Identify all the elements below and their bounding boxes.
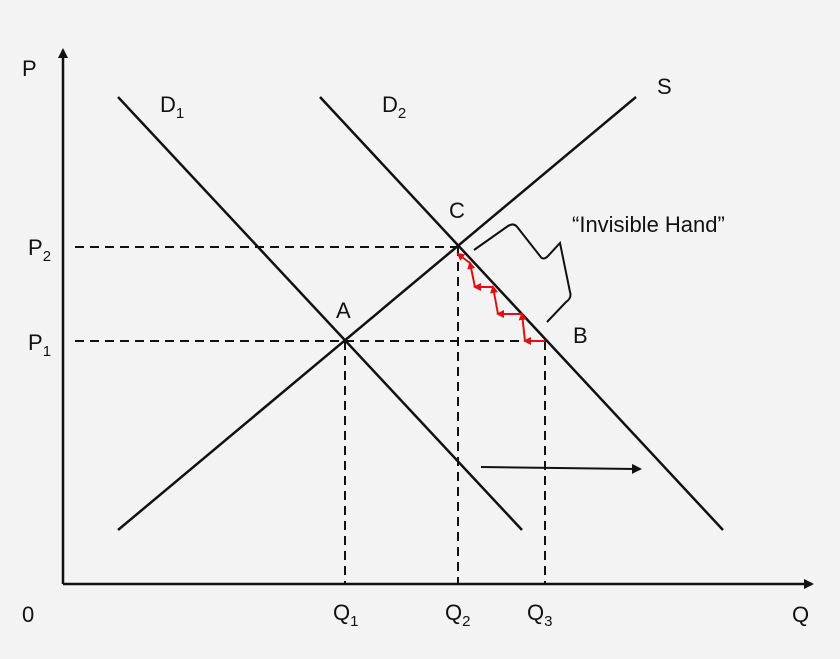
supply-curve-label: S <box>657 74 672 99</box>
quantity-level-q2: Q2 <box>445 600 470 630</box>
invisible-hand-brace <box>473 223 572 323</box>
quantity-axis-label: Q <box>792 602 809 627</box>
demand-curve-1 <box>117 96 523 531</box>
quantity-level-q3: Q3 <box>527 600 552 630</box>
supply-curve <box>117 96 637 531</box>
invisible-hand-label: “Invisible Hand” <box>572 212 725 237</box>
point-c-label: C <box>449 198 465 223</box>
adjust-arrow-to-c <box>456 252 471 264</box>
invisible-hand-adjustment-arrows <box>456 252 545 345</box>
price-level-p1: P1 <box>28 330 51 360</box>
demand-curve-2-label: D2 <box>382 92 406 122</box>
price-level-p2: P2 <box>28 235 51 265</box>
adjust-arrow-up-3 <box>467 261 476 288</box>
point-a-label: A <box>336 298 351 323</box>
quantity-level-q1: Q1 <box>333 600 358 630</box>
point-b-label: B <box>573 323 588 348</box>
demand-shift-arrow <box>480 463 642 474</box>
demand-curve-1-label: D1 <box>160 92 184 122</box>
adjust-arrow-up-2 <box>490 285 499 315</box>
price-axis-label: P <box>22 56 37 81</box>
adjust-arrow-up-1 <box>518 312 527 342</box>
origin-label: 0 <box>22 602 34 627</box>
